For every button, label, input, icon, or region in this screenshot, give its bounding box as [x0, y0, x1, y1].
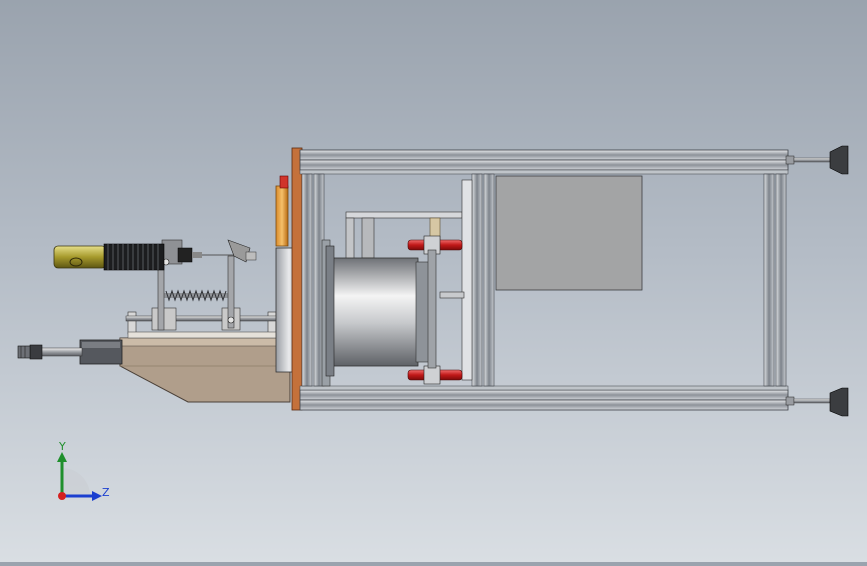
drum-cylinder [321, 239, 431, 387]
back-panel [495, 175, 643, 291]
z-axis-label: Z [102, 486, 110, 499]
mounting-plate [275, 147, 303, 411]
z-axis-arrow [92, 491, 102, 501]
leveling-foot-top [785, 145, 849, 175]
x-axis-dot [58, 492, 66, 500]
y-axis-arrow [57, 452, 67, 462]
yellow-handle [53, 239, 257, 271]
leveling-foot-bottom [785, 387, 849, 417]
red-guide-rods [407, 235, 463, 385]
air-cylinder [17, 339, 123, 365]
slide-rail [125, 307, 279, 339]
frame [299, 149, 789, 411]
upper-bracket [345, 179, 473, 381]
compression-spring [164, 289, 230, 302]
triad-axes [57, 452, 102, 501]
base-block [119, 337, 291, 403]
y-axis-label: Y [59, 440, 66, 453]
coordinate-triad: Y Z [44, 438, 124, 518]
